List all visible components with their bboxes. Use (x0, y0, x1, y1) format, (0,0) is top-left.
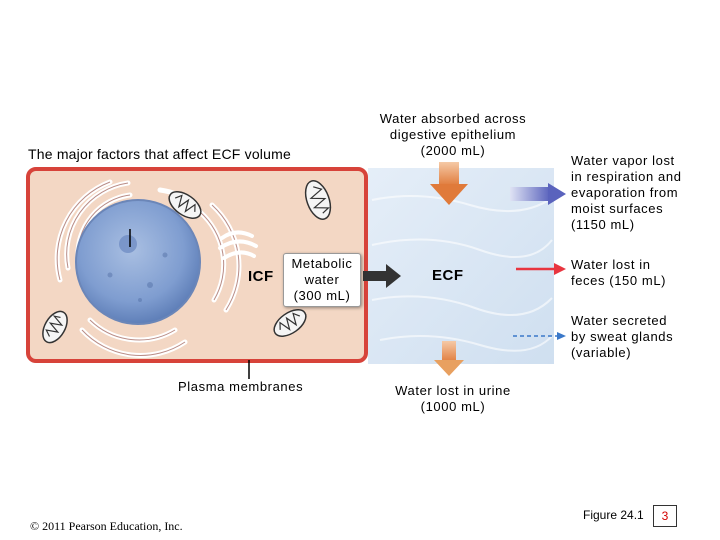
mitochondrion-4 (42, 310, 68, 344)
urine-line-2: (1000 mL) (420, 399, 486, 414)
vapor-arrow (510, 183, 566, 205)
metabolic-water-box: Metabolic water (300 mL) (283, 253, 361, 307)
ecf-label: ECF (432, 267, 464, 284)
icf-label: ICF (248, 268, 274, 285)
absorbed-water-label: Water absorbed across digestive epitheli… (368, 111, 538, 159)
metabolic-line-1: Metabolic (291, 256, 353, 271)
vapor-line-5: (1150 mL) (571, 217, 635, 232)
figure-label: Figure 24.1 (583, 508, 644, 522)
diagram-title: The major factors that affect ECF volume (28, 146, 291, 162)
golgi-apparatus (218, 230, 258, 260)
sweat-line-3: (variable) (571, 345, 632, 360)
absorbed-line-1: Water absorbed across (379, 111, 527, 126)
vapor-line-1: Water vapor lost (571, 153, 675, 168)
urine-line-1: Water lost in urine (395, 383, 511, 398)
metabolic-line-3: (300 mL) (293, 288, 351, 303)
absorbed-line-3: (2000 mL) (420, 143, 486, 158)
vapor-line-4: moist surfaces (571, 201, 664, 216)
mitochondrion-3 (273, 309, 307, 337)
feces-line-1: Water lost in (571, 257, 651, 272)
sweat-line-2: by sweat glands (571, 329, 674, 344)
vapor-line-3: evaporation from (571, 185, 679, 200)
feces-label: Water lost in feces (150 mL) (571, 257, 711, 289)
sweat-label: Water secreted by sweat glands (variable… (571, 313, 711, 361)
vapor-line-2: in respiration and (571, 169, 682, 184)
nucleus (75, 199, 201, 325)
sweat-arrow (513, 332, 566, 340)
vapor-label: Water vapor lost in respiration and evap… (571, 153, 711, 233)
feces-arrow (516, 263, 566, 275)
plasma-membranes-label: Plasma membranes (178, 379, 304, 394)
nuclear-pores (107, 252, 168, 302)
feces-line-2: feces (150 mL) (571, 273, 667, 288)
nucleolus (119, 235, 137, 253)
mitochondrion-1 (168, 191, 202, 219)
urine-label: Water lost in urine (1000 mL) (378, 383, 528, 415)
copyright-notice: © 2011 Pearson Education, Inc. (30, 519, 183, 533)
page-number: 3 (653, 505, 677, 527)
sweat-line-1: Water secreted (571, 313, 668, 328)
absorption-arrow (430, 162, 468, 205)
metabolic-water-arrow (363, 264, 401, 288)
ecf-waves (371, 195, 553, 352)
urine-arrow (434, 341, 464, 376)
absorbed-line-2: digestive epithelium (389, 127, 517, 142)
mitochondrion-2 (304, 180, 332, 220)
metabolic-line-2: water (304, 272, 340, 287)
